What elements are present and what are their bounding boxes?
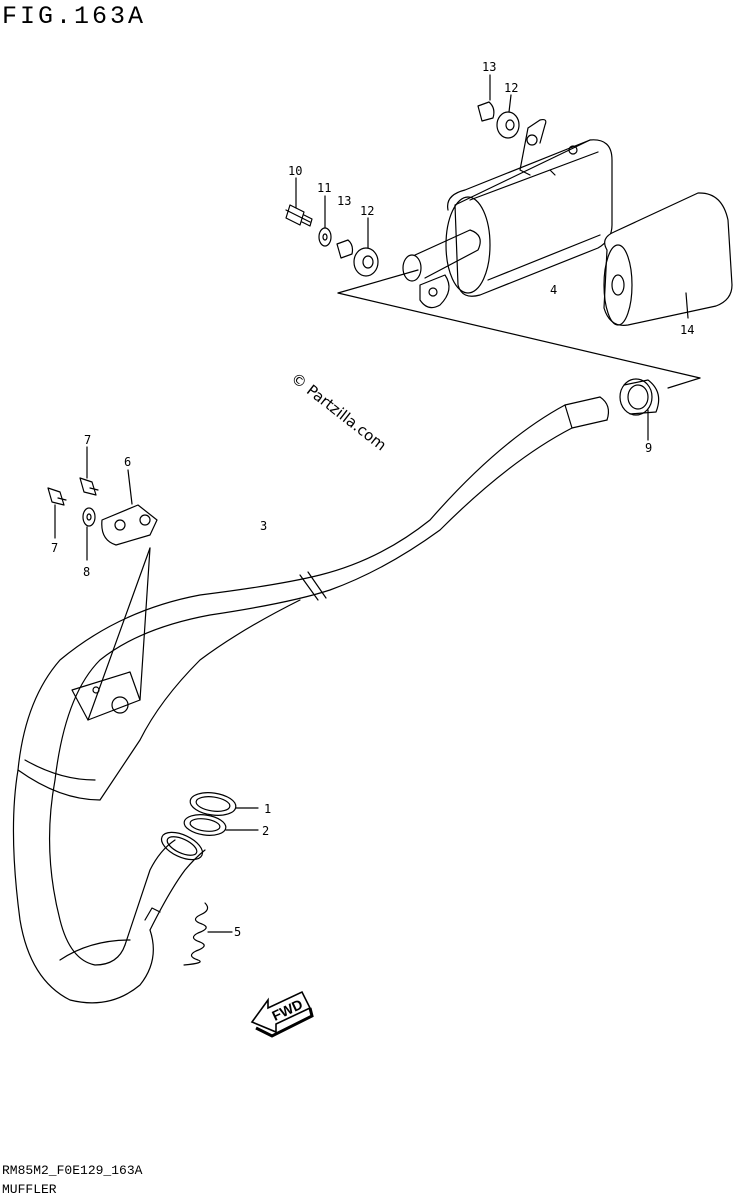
forward-direction-arrow: FWD <box>250 990 314 1038</box>
callout-10[interactable]: 10 <box>288 164 302 178</box>
callout-9[interactable]: 9 <box>645 441 652 455</box>
callout-4[interactable]: 4 <box>550 283 557 297</box>
callout-3[interactable]: 3 <box>260 519 267 533</box>
bracket-part-6[interactable] <box>101 504 158 546</box>
spring-part-5[interactable] <box>183 902 209 966</box>
exhaust-pipe-part-3[interactable] <box>12 396 610 1004</box>
bolt-part-7-top[interactable] <box>79 477 99 496</box>
grommet-part-12-left[interactable] <box>353 247 379 277</box>
fwd-label: FWD <box>269 996 305 1024</box>
callout-8[interactable]: 8 <box>83 565 90 579</box>
callout-13-left[interactable]: 13 <box>337 194 351 208</box>
grommet-part-12-top[interactable] <box>496 111 520 139</box>
bolt-part-7-bottom[interactable] <box>47 487 67 506</box>
collar-part-13-top[interactable] <box>477 101 495 122</box>
seal-part-9[interactable] <box>619 378 660 416</box>
gasket-part-1[interactable] <box>189 790 238 818</box>
callout-5[interactable]: 5 <box>234 925 241 939</box>
callout-2[interactable]: 2 <box>262 824 269 838</box>
callout-12-top[interactable]: 12 <box>504 81 518 95</box>
silencer-part-4[interactable] <box>402 118 613 309</box>
packing-part-14[interactable] <box>603 192 733 326</box>
bolt-part-10[interactable] <box>285 204 313 227</box>
callout-13-top[interactable]: 13 <box>482 60 496 74</box>
callout-11[interactable]: 11 <box>317 181 331 195</box>
callout-6[interactable]: 6 <box>124 455 131 469</box>
gasket-part-2[interactable] <box>183 812 227 838</box>
callout-1[interactable]: 1 <box>264 802 271 816</box>
figure-title: FIG.163A <box>2 2 147 31</box>
callout-7-top[interactable]: 7 <box>84 433 91 447</box>
watermark-text: © Partzilla.com <box>288 369 390 454</box>
washer-part-8[interactable] <box>82 507 96 527</box>
callout-12-left[interactable]: 12 <box>360 204 374 218</box>
collar-part-13-left[interactable] <box>336 239 354 259</box>
callout-14[interactable]: 14 <box>680 323 694 337</box>
callout-7-bottom[interactable]: 7 <box>51 541 58 555</box>
diagram-name: MUFFLER <box>2 1182 57 1197</box>
washer-part-11[interactable] <box>318 227 332 247</box>
diagram-code: RM85M2_F0E129_163A <box>2 1163 143 1178</box>
